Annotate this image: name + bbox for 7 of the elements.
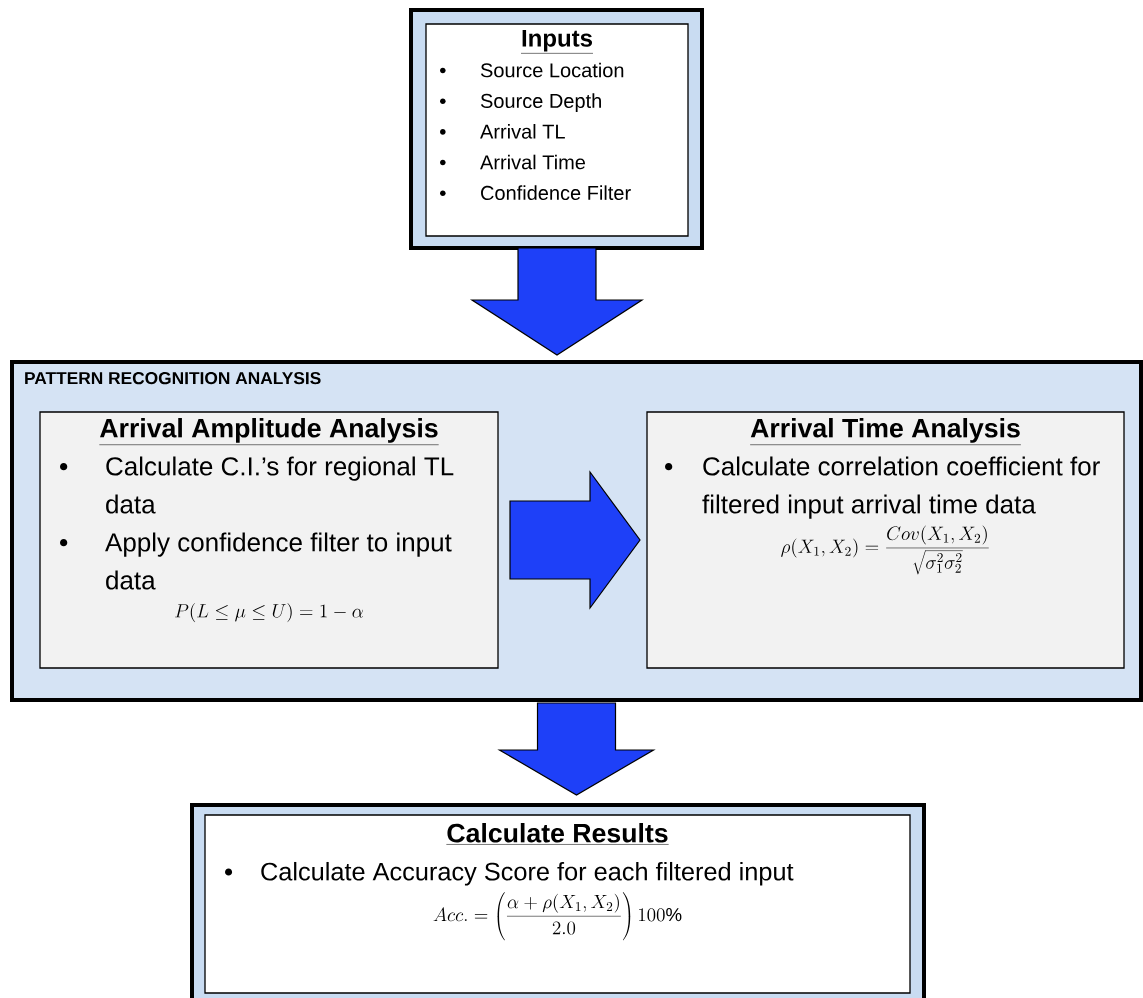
result-box: Calculate Results Calculate Accuracy Score for each filtered input $Acc. = \left(\frac{\alpha + \rho(X_1, X_2)}{2.0}\right) 100\%$ — [190, 803, 926, 998]
analysis-box: Arrival Time Analysis Calculate correlation coefficient for filtered input arrival time data $\rho(X_1, X_2) = \frac{Cov(X_1, X_2)}{\sqrt{\sigma_1^2 \sigma_2^2}}$ — [646, 411, 1125, 669]
analysis-box: Arrival Amplitude Analysis Calculate C.I.’s for regional TL data Apply confidence filter to input data $P(L \le \mu \le U) = 1 - \alpha$ — [39, 411, 499, 669]
block-arrow — [509, 470, 641, 610]
input-box: Inputs Source Location Source Depth Arrival TL Arrival Time Confidence Filter — [409, 8, 704, 250]
block-arrow — [469, 247, 645, 356]
block-arrow — [497, 702, 656, 796]
